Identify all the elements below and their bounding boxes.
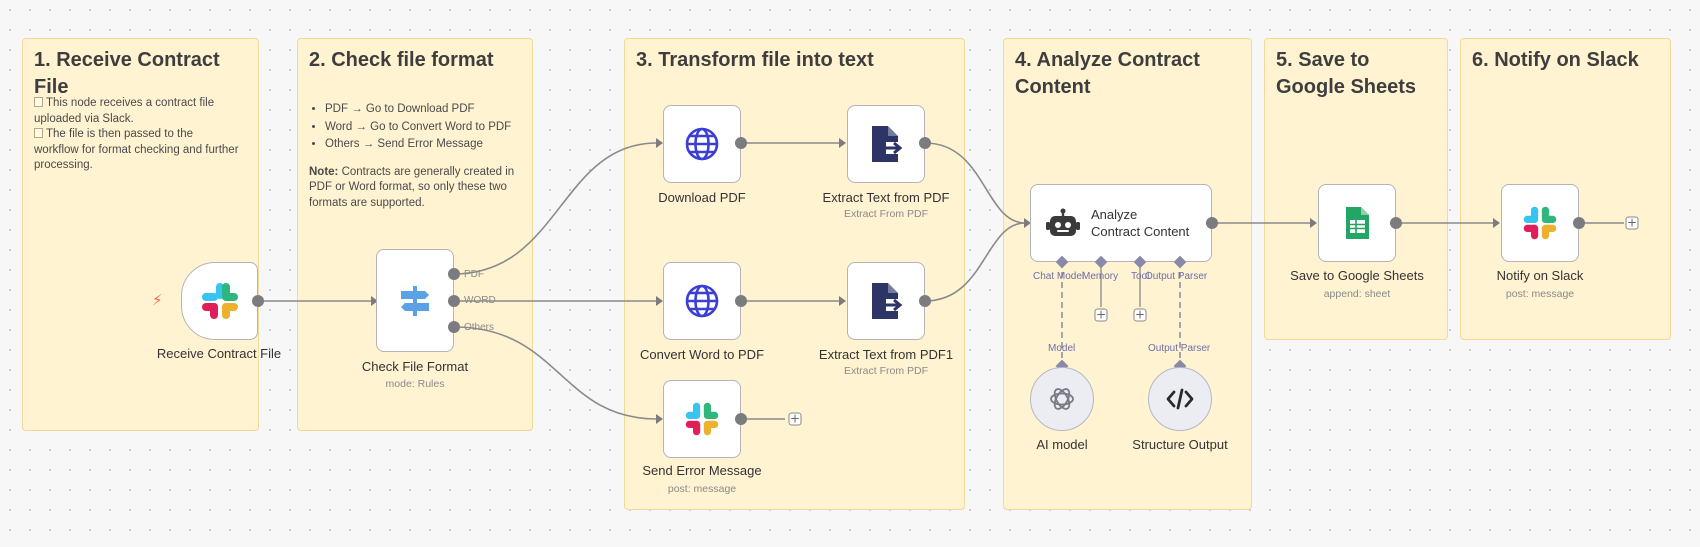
sticky-receive-contract[interactable]: 1. Receive Contract File This node recei… <box>22 38 259 431</box>
sticky-title: 4. Analyze Contract Content <box>1015 49 1200 98</box>
node-label: AI model <box>1036 437 1088 452</box>
output-port[interactable] <box>735 295 747 307</box>
slack-icon <box>1523 206 1557 240</box>
node-label: Send Error Message <box>642 463 762 478</box>
input-label: Output Parser <box>1145 271 1208 282</box>
input-label: Chat Model <box>1033 271 1085 282</box>
sticky-text: This node receives a contract file uploa… <box>34 97 215 125</box>
node-extract-text-from-pdf[interactable] <box>847 105 925 183</box>
google-sheets-icon <box>1346 207 1369 239</box>
node-save-to-google-sheets[interactable] <box>1318 184 1396 262</box>
output-port-others[interactable] <box>448 321 460 333</box>
node-receive-contract-file[interactable] <box>181 262 258 340</box>
input-label: Memory <box>1082 271 1119 282</box>
sticky-text: The file is then passed to the workflow … <box>34 128 239 171</box>
sticky-title: 5. Save to Google Sheets <box>1276 49 1417 98</box>
sticky-analyze[interactable]: 4. Analyze Contract Content <box>1003 38 1252 510</box>
connection-label: Output Parser <box>1148 343 1211 354</box>
output-port-pdf[interactable] <box>448 268 460 280</box>
node-label: Analyze <box>1091 207 1138 222</box>
file-extract-icon <box>872 283 903 319</box>
slack-icon <box>685 402 719 436</box>
sticky-title: 2. Check file format <box>309 49 494 71</box>
node-analyze-contract-content[interactable]: Analyze Contract Content <box>1030 184 1212 262</box>
trigger-bolt-icon: ⚡ <box>152 292 163 309</box>
output-label: PDF <box>464 269 484 280</box>
sticky-title: 6. Notify on Slack <box>1472 49 1639 71</box>
node-subtitle: Extract From PDF <box>843 365 929 377</box>
note-label: Note: <box>309 165 339 178</box>
list-item: PDF → Go to Download PDF <box>325 102 524 118</box>
node-check-file-format[interactable] <box>376 249 454 352</box>
output-label: WORD <box>464 295 496 306</box>
node-subtitle: append: sheet <box>1323 288 1391 300</box>
node-download-pdf[interactable] <box>663 105 741 183</box>
node-label: Notify on Slack <box>1496 268 1584 283</box>
node-ai-model[interactable] <box>1030 367 1094 431</box>
node-label: Structure Output <box>1132 437 1228 452</box>
node-subtitle: post: message <box>1505 288 1575 300</box>
node-label: Extract Text from PDF <box>822 190 950 205</box>
globe-icon <box>685 284 719 318</box>
node-label: Download PDF <box>658 190 746 205</box>
switch-icon <box>401 285 429 316</box>
globe-icon <box>685 127 719 161</box>
output-port[interactable] <box>735 137 747 149</box>
sticky-title: 1. Receive Contract File <box>34 49 220 98</box>
file-extract-icon <box>872 126 903 162</box>
node-subtitle: mode: Rules <box>385 378 445 390</box>
node-label: Check File Format <box>361 359 469 374</box>
node-structure-output[interactable] <box>1148 367 1212 431</box>
output-port[interactable] <box>919 295 931 307</box>
node-label: Contract Content <box>1091 224 1190 239</box>
node-notify-on-slack[interactable] <box>1501 184 1579 262</box>
output-port-word[interactable] <box>448 295 460 307</box>
node-label: Receive Contract File <box>156 346 282 361</box>
output-port[interactable] <box>1206 217 1218 229</box>
node-extract-text-from-pdf1[interactable] <box>847 262 925 340</box>
document-icon <box>34 97 43 107</box>
slack-icon <box>201 283 238 319</box>
node-label: Save to Google Sheets <box>1290 268 1424 283</box>
add-tool-button[interactable]: + <box>1133 307 1147 322</box>
code-icon <box>1166 388 1194 410</box>
note-text: Contracts are generally created in PDF o… <box>309 165 515 209</box>
openai-icon <box>1050 388 1074 410</box>
output-port[interactable] <box>735 413 747 425</box>
connection-label: Model <box>1048 343 1076 354</box>
node-label: Convert Word to PDF <box>639 347 765 362</box>
add-node-button[interactable]: + <box>1625 215 1639 230</box>
output-port[interactable] <box>919 137 931 149</box>
node-subtitle: Extract From PDF <box>843 208 929 220</box>
node-label: Extract Text from PDF1 <box>818 347 954 362</box>
output-port[interactable] <box>1390 217 1402 229</box>
sticky-body: PDF → Go to Download PDF Word → Go to Co… <box>309 102 524 211</box>
list-item: Others → Send Error Message <box>325 137 524 153</box>
output-label: Others <box>464 322 495 333</box>
sticky-body: This node receives a contract file uploa… <box>34 96 239 174</box>
list-item: Word → Go to Convert Word to PDF <box>325 120 524 136</box>
node-subtitle: post: message <box>667 483 737 495</box>
input-label: Tool <box>1131 271 1150 282</box>
node-convert-word-to-pdf[interactable] <box>663 262 741 340</box>
sticky-title: 3. Transform file into text <box>636 49 874 71</box>
document-icon <box>34 128 43 138</box>
output-port[interactable] <box>252 295 264 307</box>
add-memory-button[interactable]: + <box>1094 307 1108 322</box>
add-node-button[interactable]: + <box>788 411 802 426</box>
robot-icon <box>1046 208 1080 236</box>
node-send-error-message[interactable] <box>663 380 741 458</box>
output-port[interactable] <box>1573 217 1585 229</box>
